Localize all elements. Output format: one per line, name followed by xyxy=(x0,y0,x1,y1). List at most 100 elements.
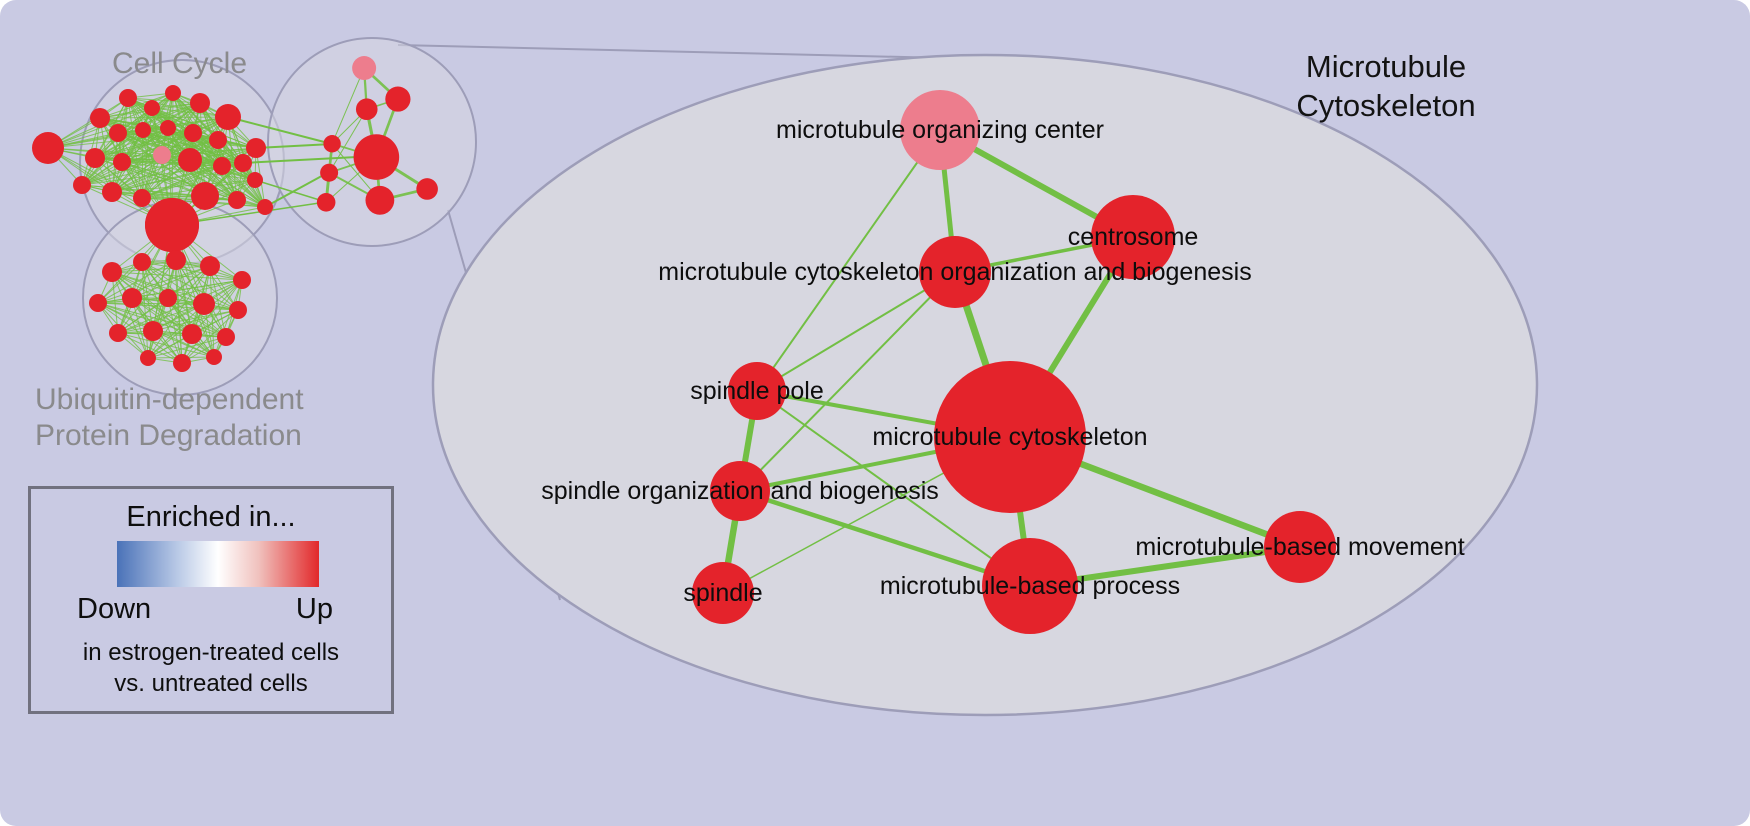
overview-edge xyxy=(131,297,215,358)
overview-edge xyxy=(111,271,119,334)
overview-edge xyxy=(117,102,201,134)
overview-edge xyxy=(117,309,239,334)
overview-edge xyxy=(141,165,223,199)
edge-mco-sob xyxy=(739,271,956,492)
overview-node xyxy=(228,191,246,209)
overview-edge xyxy=(97,259,177,304)
overview-edge xyxy=(141,261,227,338)
overview-edge xyxy=(141,261,183,364)
overview-cross-edge xyxy=(255,143,333,149)
overview-edge xyxy=(117,297,169,334)
overview-node xyxy=(159,289,177,307)
overview-edge xyxy=(192,132,256,181)
overview-edge xyxy=(131,297,149,359)
overview-node xyxy=(32,132,64,164)
overview-node xyxy=(209,131,227,149)
overview-edge xyxy=(131,297,239,311)
overview-node xyxy=(191,182,219,210)
edge-mco-spindle_pole xyxy=(756,271,956,392)
overview-node xyxy=(182,324,202,344)
overview-edge xyxy=(152,309,239,332)
overview-node xyxy=(206,349,222,365)
overview-node xyxy=(190,93,210,113)
legend-up-label: Up xyxy=(295,593,333,625)
overview-edge xyxy=(81,97,129,186)
title-line2: Cytoskeleton xyxy=(1296,87,1476,123)
overview-node xyxy=(109,324,127,342)
overview-node xyxy=(246,138,266,158)
overview-node xyxy=(102,262,122,282)
cell-cycle-label-text: Cell Cycle xyxy=(112,47,248,80)
overview-edge xyxy=(111,165,223,193)
overview-node xyxy=(109,124,127,142)
microtubule-cytoskeleton-title: Microtubule Cytoskeleton xyxy=(1276,48,1496,126)
overview-edge xyxy=(141,261,205,305)
overview-node xyxy=(73,176,91,194)
overview-node xyxy=(173,354,191,372)
overview-cross-edge xyxy=(227,116,333,145)
overview-edge xyxy=(117,259,177,334)
overview-edge xyxy=(117,332,227,338)
node-sob xyxy=(710,461,770,521)
overview-edge xyxy=(191,279,243,335)
mini-node-mco xyxy=(355,98,378,121)
overview-node xyxy=(200,256,220,276)
overview-node xyxy=(160,120,176,136)
title-line1: Microtubule xyxy=(1305,49,1467,84)
overview-node xyxy=(153,146,171,164)
mini-node-spindle xyxy=(316,193,336,212)
overview-node xyxy=(193,293,215,315)
mini-node-spindle_pole xyxy=(323,135,341,153)
node-label-mc: microtubule cytoskeleton xyxy=(872,423,1147,451)
overview-edge xyxy=(152,330,215,358)
node-spindle_pole xyxy=(728,362,786,420)
overview-edge xyxy=(141,261,243,281)
node-spindle xyxy=(692,562,754,624)
overview-node xyxy=(166,250,186,270)
overview-edge xyxy=(97,265,211,304)
edge-sob-mbp xyxy=(739,488,1031,589)
node-mco xyxy=(919,236,991,308)
overview-edge xyxy=(111,265,211,273)
overview-node xyxy=(133,189,151,207)
overview-edge xyxy=(147,303,205,359)
edge-spindle_pole-mbp xyxy=(756,390,1031,587)
overview-edge xyxy=(117,303,205,334)
ubiquitin-label-line1: Ubiquitin-dependent xyxy=(35,383,304,416)
legend-caption-line1: in estrogen-treated cells xyxy=(82,639,340,666)
overview-node xyxy=(217,328,235,346)
overview-node xyxy=(89,294,107,312)
node-centrosome xyxy=(1091,195,1175,279)
overview-edge xyxy=(147,336,227,359)
cell-cycle-cluster-label: Cell Cycle xyxy=(112,46,247,82)
node-mbm xyxy=(1264,511,1336,583)
overview-edge xyxy=(181,265,211,364)
overview-edge xyxy=(213,279,243,358)
node-label-sob: spindle organization and biogenesis xyxy=(541,477,939,505)
legend-title: Enriched in... xyxy=(126,501,296,533)
overview-node xyxy=(184,124,202,142)
overview-edge xyxy=(131,279,243,299)
overview-node xyxy=(165,85,181,101)
overview-edge xyxy=(97,261,143,304)
mini-node-mbm xyxy=(416,178,438,200)
ubiquitin-label-line2: Protein Degradation xyxy=(35,419,302,452)
node-label-spindle_pole: spindle pole xyxy=(690,377,823,405)
overview-edge xyxy=(167,279,243,299)
overview-node xyxy=(234,154,252,172)
overview-node xyxy=(215,104,241,130)
overview-cross-edge xyxy=(254,179,327,203)
mini-node-sob xyxy=(320,163,339,182)
overview-edge xyxy=(167,297,183,364)
mini-edge xyxy=(331,67,365,144)
overview-edge xyxy=(94,157,191,161)
enrichment-gradient-bar xyxy=(117,541,319,587)
node-label-mbm: microtubule-based movement xyxy=(1135,533,1464,561)
node-label-spindle: spindle xyxy=(683,579,762,607)
node-mbp xyxy=(982,538,1078,634)
overview-node xyxy=(145,198,199,252)
legend-caption-line2: vs. untreated cells xyxy=(114,670,308,697)
overview-node xyxy=(213,157,231,175)
overview-node xyxy=(233,271,251,289)
